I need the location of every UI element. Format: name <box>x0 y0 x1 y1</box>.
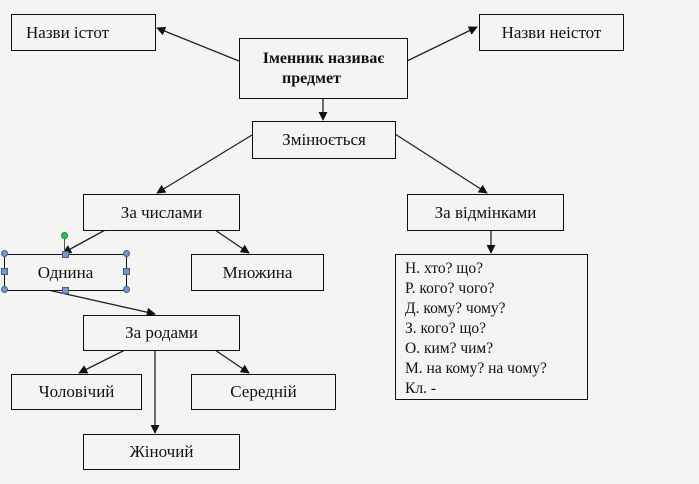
box-case-list[interactable]: Н. хто? що? Р. кого? чого? Д. кому? чому… <box>395 254 588 400</box>
box-root[interactable]: Іменник називає предмет <box>239 38 408 99</box>
resize-handle-bottom[interactable] <box>62 287 69 294</box>
label-root-line1: Іменник називає <box>262 49 385 67</box>
arrow-number-to-plural <box>214 229 250 254</box>
label-by-case: За відмінками <box>434 202 537 222</box>
resize-handle-left[interactable] <box>1 268 8 275</box>
label-animate: Назви істот <box>26 22 110 42</box>
label-by-gender: За родами <box>125 323 198 342</box>
case-vocative: Кл. - <box>405 380 436 397</box>
label-root-line2: предмет <box>282 69 341 87</box>
label-plural: Множина <box>222 262 293 282</box>
arrow-changes-to-case <box>394 133 488 194</box>
label-masculine: Чоловічий <box>38 382 115 401</box>
arrow-singular-to-gender <box>47 289 156 317</box>
box-changes[interactable]: Змінюється <box>252 121 396 159</box>
label-changes: Змінюється <box>282 130 366 149</box>
case-genitive: Р. кого? чого? <box>405 280 495 297</box>
resize-handle-top-right[interactable] <box>123 250 130 257</box>
arrow-number-to-singular <box>62 228 108 254</box>
arrow-changes-to-number <box>156 134 253 194</box>
case-nominative: Н. хто? що? <box>405 260 483 277</box>
label-singular: Однина <box>37 262 94 282</box>
resize-handle-bottom-left[interactable] <box>1 286 8 293</box>
case-dative: Д. кому? чому? <box>405 300 506 317</box>
arrow-gender-to-masculine <box>78 349 126 374</box>
arrow-gender-to-neuter <box>214 349 250 374</box>
box-by-number[interactable]: За числами <box>83 194 240 231</box>
label-inanimate: Назви неістот <box>501 22 602 42</box>
resize-handle-right[interactable] <box>123 268 130 275</box>
box-masculine[interactable]: Чоловічий <box>11 374 142 410</box>
label-feminine: Жіночий <box>129 442 194 461</box>
box-feminine[interactable]: Жіночий <box>83 434 240 470</box>
box-plural[interactable]: Множина <box>191 254 324 291</box>
label-neuter: Середній <box>230 382 297 401</box>
box-by-case[interactable]: За відмінками <box>407 194 564 231</box>
arrow-root-to-animate <box>156 26 240 62</box>
arrow-root-to-inanimate <box>406 26 478 62</box>
rotation-handle[interactable] <box>61 232 68 239</box>
resize-handle-bottom-right[interactable] <box>123 286 130 293</box>
rotation-handle-stem <box>64 237 65 251</box>
box-neuter[interactable]: Середній <box>191 374 336 410</box>
case-instrumental: О. ким? чим? <box>405 340 494 357</box>
box-inanimate[interactable]: Назви неістот <box>479 14 624 51</box>
case-locative: М. на кому? на чому? <box>405 360 547 377</box>
box-by-gender[interactable]: За родами <box>83 315 240 351</box>
box-animate[interactable]: Назви істот <box>11 14 156 51</box>
resize-handle-top-left[interactable] <box>1 250 8 257</box>
resize-handle-top[interactable] <box>62 251 69 258</box>
label-by-number: За числами <box>120 202 203 222</box>
case-accusative: З. кого? що? <box>405 320 487 337</box>
box-singular[interactable]: Однина <box>4 254 127 291</box>
